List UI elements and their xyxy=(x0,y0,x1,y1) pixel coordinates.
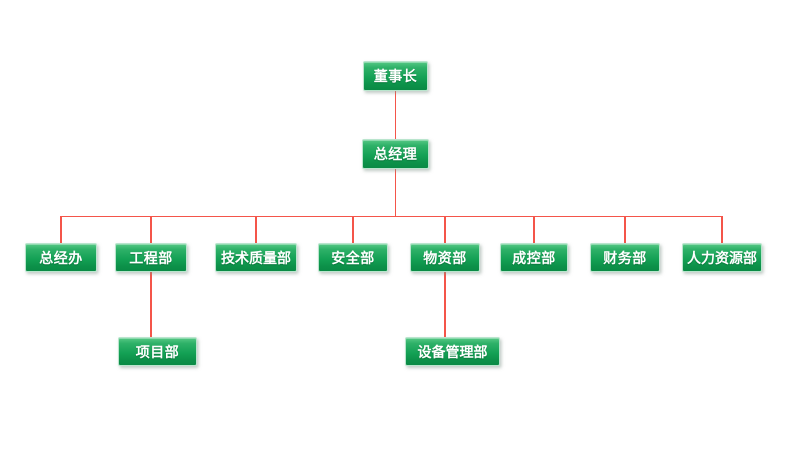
org-node-general-manager[interactable]: 总经理 xyxy=(362,139,429,169)
org-node-materials[interactable]: 物资部 xyxy=(410,243,480,272)
org-node-finance[interactable]: 财务部 xyxy=(590,243,660,272)
connector-bus-to-materials xyxy=(444,216,446,243)
connector-bus-to-tech-quality xyxy=(255,216,257,243)
connector-engineering-to-project xyxy=(150,272,152,337)
org-node-hr[interactable]: 人力资源部 xyxy=(682,243,762,272)
org-node-project[interactable]: 项目部 xyxy=(118,337,197,366)
connector-gm-to-bus xyxy=(394,169,397,216)
connector-bus-to-cost-control xyxy=(533,216,535,243)
org-node-safety[interactable]: 安全部 xyxy=(318,243,388,272)
org-node-tech-quality[interactable]: 技术质量部 xyxy=(215,243,297,272)
org-node-cost-control[interactable]: 成控部 xyxy=(500,243,568,272)
org-node-engineering[interactable]: 工程部 xyxy=(115,243,187,272)
org-node-chairman[interactable]: 董事长 xyxy=(363,61,428,91)
connector-materials-to-equipment xyxy=(444,272,446,337)
connector-bus-horizontal xyxy=(61,215,722,217)
connector-chairman-to-gm xyxy=(394,91,397,139)
connector-bus-to-hr xyxy=(721,216,723,243)
connector-bus-to-safety xyxy=(352,216,354,243)
org-node-gm-office[interactable]: 总经办 xyxy=(25,243,97,272)
connector-bus-to-finance xyxy=(624,216,626,243)
org-node-equipment-mgmt[interactable]: 设备管理部 xyxy=(405,337,500,366)
connector-bus-to-gm-office xyxy=(60,216,62,243)
connector-bus-to-engineering xyxy=(150,216,152,243)
